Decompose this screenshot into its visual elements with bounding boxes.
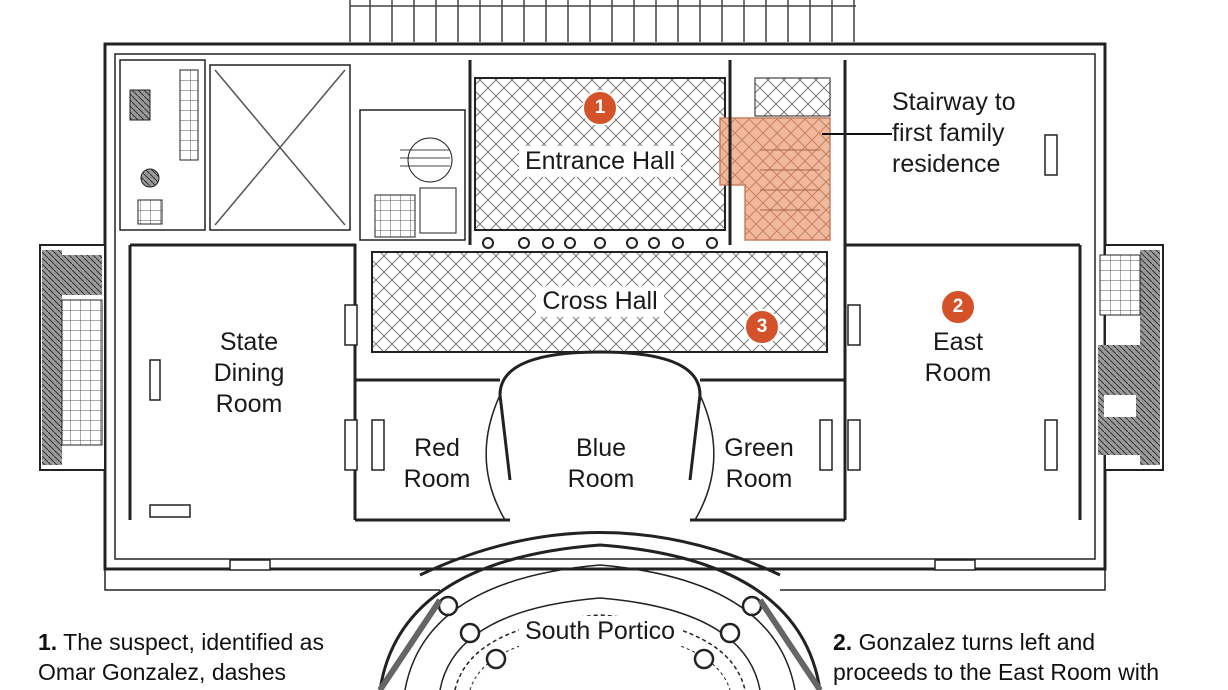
south-portico	[377, 531, 823, 690]
north-portico	[349, 0, 856, 42]
entrance-hall-label: Entrance Hall	[511, 146, 689, 177]
interior-walls	[128, 60, 1082, 522]
marker-2: 2	[940, 289, 976, 325]
caption-2-line1: Gonzalez turns left and	[852, 629, 1096, 655]
service-area	[119, 59, 351, 231]
west-stair	[359, 109, 466, 241]
stairway-label: Stairway to first family residence	[892, 88, 1016, 178]
blue-room-oval	[485, 350, 715, 521]
caption-1-line2: Omar Gonzalez, dashes	[38, 659, 287, 685]
stairway	[719, 77, 831, 241]
marker-3: 3	[744, 309, 780, 345]
cross-hall-label: Cross Hall	[520, 286, 680, 317]
red-room-label: Red Room	[403, 434, 471, 493]
state-dining-room-label: State Dining Room	[213, 328, 285, 418]
east-room-label: East Room	[924, 328, 992, 387]
green-room-label: Green Room	[724, 434, 794, 493]
caption-2: 2. Gonzalez turns left and proceeds to t…	[833, 627, 1159, 687]
wall-details	[149, 134, 1058, 571]
caption-2-line2: proceeds to the East Room with	[833, 659, 1159, 685]
caption-2-number: 2.	[833, 629, 853, 655]
west-terrace	[39, 244, 106, 471]
column-row	[482, 237, 718, 249]
caption-1: 1. The suspect, identified as Omar Gonza…	[38, 627, 324, 687]
caption-1-line1: The suspect, identified as	[57, 629, 324, 655]
marker-1: 1	[582, 90, 618, 126]
east-terrace	[1098, 244, 1164, 471]
caption-1-number: 1.	[38, 629, 58, 655]
south-portico-label: South Portico	[506, 616, 694, 647]
blue-room-label: Blue Room	[567, 434, 635, 493]
